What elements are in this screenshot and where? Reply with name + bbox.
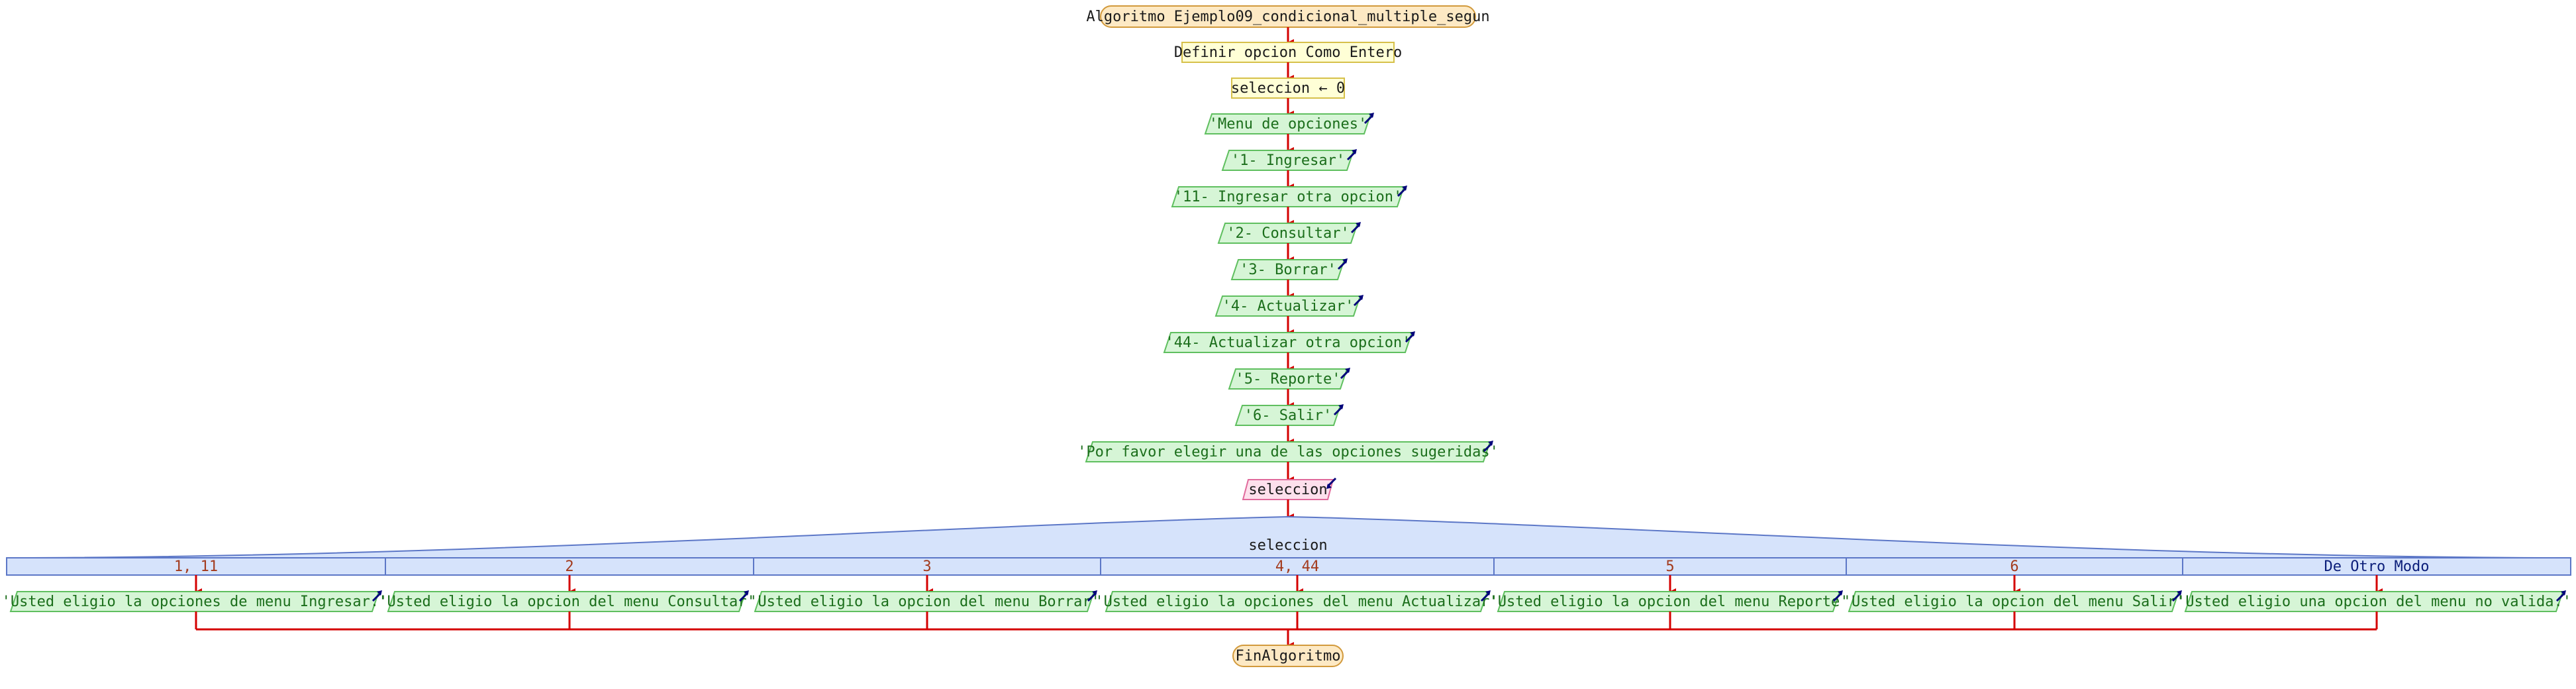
- case-label-4: 5: [1665, 558, 1674, 575]
- output-arrow-icon: [738, 590, 749, 602]
- case-output-text-1: 'Usted eligio la opcion del menu Consult…: [378, 594, 756, 610]
- output-block-0: 'Menu de opciones': [1204, 113, 1374, 134]
- merge-lines: [195, 611, 2378, 631]
- output-arrow-icon: [1832, 590, 1843, 602]
- switch-variable: seleccion: [1248, 537, 1327, 554]
- output-block-4: '3- Borrar': [1230, 258, 1348, 280]
- output-block-8: '6- Salir': [1234, 404, 1344, 426]
- case-output-text-0: 'Usted eligio la opciones de menu Ingres…: [2, 594, 388, 610]
- case-output-text-3: 'Usted eligio la opciones del menu Actua…: [1095, 594, 1498, 610]
- read-text: seleccion: [1248, 482, 1327, 498]
- define-process: Definir opcion Como Entero: [1174, 42, 1402, 63]
- output-arrow-icon: [1346, 149, 1357, 161]
- output-block-7: '5- Reporte': [1228, 368, 1350, 390]
- output-arrow-icon: [1350, 222, 1361, 234]
- output-text-6: '44- Actualizar otra opcion': [1165, 335, 1411, 351]
- output-text-7: '5- Reporte': [1236, 371, 1341, 388]
- start-label: Algoritmo Ejemplo09_condicional_multiple…: [1086, 9, 1489, 25]
- output-text-2: '11- Ingresar otra opcion': [1174, 189, 1402, 205]
- end-terminal: FinAlgoritmo: [1232, 645, 1344, 667]
- output-arrow-icon: [372, 590, 382, 602]
- output-arrow-icon: [1353, 295, 1363, 307]
- output-arrow-icon: [1480, 590, 1491, 602]
- output-text-5: '4- Actualizar': [1222, 298, 1354, 315]
- case-output-5: 'Usted eligio la opcion del menu Salir': [1843, 590, 2185, 612]
- output-block-3: '2- Consultar': [1217, 222, 1361, 244]
- output-text-3: '2- Consultar': [1226, 225, 1349, 242]
- output-block-2: '11- Ingresar otra opcion': [1171, 186, 1407, 207]
- case-label-2: 3: [922, 558, 931, 575]
- assign-process: seleccion ← 0: [1231, 78, 1345, 99]
- output-block-6: '44- Actualizar otra opcion': [1163, 331, 1415, 353]
- output-text-8: '6- Salir': [1244, 407, 1332, 424]
- output-block-5: '4- Actualizar': [1214, 295, 1363, 317]
- case-output-2: 'Usted eligio la opcion del menu Borrar': [749, 590, 1100, 612]
- switch-header-shape: [6, 515, 2571, 558]
- case-label-1: 2: [565, 558, 573, 575]
- case-output-1: 'Usted eligio la opcion del menu Consult…: [378, 590, 756, 612]
- output-text-1: '1- Ingresar': [1231, 152, 1345, 169]
- case-output-text-5: 'Usted eligio la opcion del menu Salir': [1843, 594, 2185, 610]
- case-output-4: 'Usted eligio la opcion del menu Reporte…: [1489, 590, 1849, 612]
- output-arrow-icon: [1483, 441, 1493, 452]
- output-arrow-icon: [2555, 590, 2566, 602]
- output-arrow-icon: [1087, 590, 1097, 602]
- case-label-5: 6: [2010, 558, 2018, 575]
- case-cells: 1, 11 2 3 4, 44 5 6 De Otro Modo: [6, 557, 2571, 576]
- case-cell-1: [385, 557, 754, 576]
- output-block-1: '1- Ingresar': [1221, 149, 1357, 171]
- output-block-9: 'Por favor elegir una de las opciones su…: [1077, 441, 1499, 462]
- output-text-9: 'Por favor elegir una de las opciones su…: [1077, 444, 1499, 460]
- output-text-0: 'Menu de opciones': [1209, 116, 1367, 132]
- output-arrow-icon: [1363, 113, 1374, 125]
- case-output-3: 'Usted eligio la opciones del menu Actua…: [1095, 590, 1499, 612]
- output-text-4: '3- Borrar': [1240, 262, 1336, 278]
- input-arrow-icon: [1326, 477, 1337, 489]
- case-cell-6: [2182, 557, 2571, 576]
- define-label: Definir opcion Como Entero: [1174, 44, 1402, 61]
- case-label-3: 4, 44: [1275, 558, 1319, 575]
- output-arrow-icon: [1405, 331, 1415, 343]
- case-output-text-6: 'Usted eligio una opcion del menu no val…: [2177, 594, 2571, 610]
- case-label-0: 1, 11: [174, 558, 218, 575]
- output-arrow-icon: [1333, 404, 1344, 416]
- output-arrow-icon: [1337, 258, 1348, 270]
- output-arrow-icon: [1340, 368, 1350, 380]
- read-input-block: seleccion: [1242, 477, 1337, 500]
- case-label-6: De Otro Modo: [2324, 558, 2430, 575]
- assign-label: seleccion ← 0: [1231, 80, 1345, 97]
- end-label: FinAlgoritmo: [1236, 648, 1341, 664]
- case-output-text-2: 'Usted eligio la opcion del menu Borrar': [749, 594, 1100, 610]
- case-output-text-4: 'Usted eligio la opcion del menu Reporte…: [1489, 594, 1848, 610]
- start-terminal: Algoritmo Ejemplo09_condicional_multiple…: [1086, 5, 1490, 28]
- output-arrow-icon: [2171, 590, 2182, 602]
- case-output-0: 'Usted eligio la opciones de menu Ingres…: [2, 590, 388, 612]
- case-output-6: 'Usted eligio una opcion del menu no val…: [2177, 590, 2571, 612]
- output-arrow-icon: [1397, 186, 1407, 197]
